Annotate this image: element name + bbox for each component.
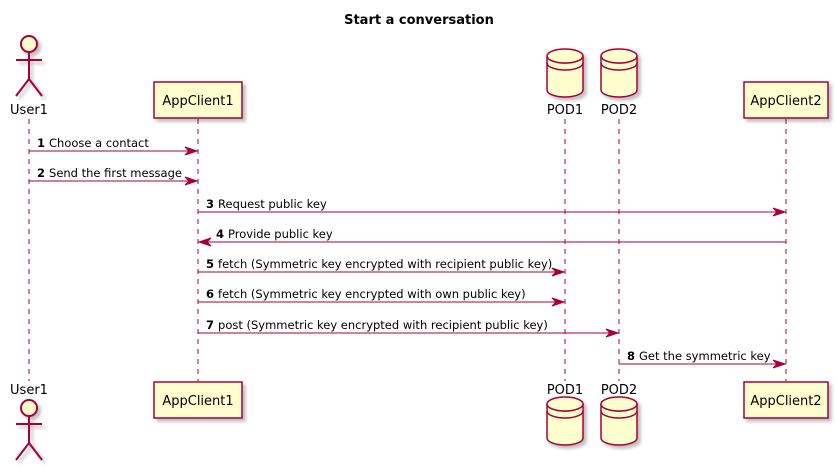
- database-icon: [546, 48, 584, 98]
- message-number: 2: [37, 166, 45, 180]
- message-text: Get the symmetric key: [639, 349, 771, 363]
- message-4: 4 Provide public key: [197, 227, 786, 247]
- messages: 1 Choose a contact 2 Send the first message…: [29, 136, 787, 369]
- participant-label: POD2: [601, 103, 637, 118]
- participant-box: [153, 81, 243, 119]
- message-label: 5 fetch (Symmetric key encrypted with rec…: [206, 257, 552, 271]
- message-label: 2 Send the first message: [37, 166, 182, 180]
- database-icon: [600, 48, 638, 98]
- participant-box: [743, 81, 829, 119]
- message-number: 6: [206, 287, 214, 301]
- message-arrowhead: [772, 359, 787, 369]
- message-text: fetch (Symmetric key encrypted with reci…: [218, 257, 552, 271]
- participant-user1-bottom: User1: [10, 383, 48, 461]
- message-number: 5: [206, 257, 214, 271]
- message-text: fetch (Symmetric key encrypted with own …: [218, 287, 526, 301]
- participant-label: AppClient2: [750, 394, 821, 409]
- message-arrowhead: [184, 146, 199, 156]
- message-text: Choose a contact: [49, 136, 149, 150]
- message-number: 3: [206, 197, 214, 211]
- message-8: 8 Get the symmetric key: [619, 349, 787, 369]
- message-text: Send the first message: [49, 166, 182, 180]
- participant-label: POD1: [547, 103, 583, 118]
- message-6: 6 fetch (Symmetric key encrypted with own…: [198, 287, 566, 307]
- participant-label: AppClient1: [162, 94, 233, 109]
- participant-pod2-bottom: POD2: [600, 383, 638, 446]
- message-label: 3 Request public key: [206, 197, 327, 211]
- participant-appclient2-bottom: AppClient2: [743, 381, 829, 419]
- participant-label: User1: [10, 103, 48, 118]
- participant-appclient2-top: AppClient2: [743, 81, 829, 119]
- message-label: 8 Get the symmetric key: [627, 349, 771, 363]
- message-arrowhead: [184, 176, 199, 186]
- message-arrowhead: [197, 237, 212, 247]
- participant-label: User1: [10, 383, 48, 398]
- message-arrowhead: [551, 267, 566, 277]
- participant-appclient1-bottom: AppClient1: [153, 381, 243, 419]
- message-label: 7 post (Symmetric key encrypted with reci…: [206, 318, 548, 332]
- message-3: 3 Request public key: [198, 197, 787, 217]
- lifelines: [28, 119, 787, 381]
- participant-box: [743, 381, 829, 419]
- participant-pod1-bottom: POD1: [546, 383, 584, 446]
- message-label: 4 Provide public key: [216, 227, 333, 241]
- database-icon: [600, 396, 638, 446]
- participant-box: [153, 381, 243, 419]
- participant-appclient1-top: AppClient1: [153, 81, 243, 119]
- participant-label: AppClient1: [162, 394, 233, 409]
- message-text: Request public key: [218, 197, 327, 211]
- message-5: 5 fetch (Symmetric key encrypted with rec…: [198, 257, 566, 277]
- message-label: 6 fetch (Symmetric key encrypted with own…: [206, 287, 526, 301]
- diagram-title: Start a conversation: [344, 13, 494, 28]
- message-arrowhead: [605, 328, 620, 338]
- participant-pod1-top: POD1: [546, 48, 584, 118]
- message-1: 1 Choose a contact: [29, 136, 199, 156]
- message-text: post (Symmetric key encrypted with recip…: [218, 318, 548, 332]
- actor-icon: [15, 399, 43, 461]
- participant-user1-top: User1: [10, 35, 48, 118]
- message-7: 7 post (Symmetric key encrypted with reci…: [198, 318, 620, 338]
- message-label: 1 Choose a contact: [37, 136, 149, 150]
- message-number: 4: [216, 227, 224, 241]
- message-number: 8: [627, 349, 635, 363]
- participant-label: POD1: [547, 383, 583, 398]
- message-text: Provide public key: [228, 227, 333, 241]
- message-arrowhead: [551, 297, 566, 307]
- database-icon: [546, 396, 584, 446]
- participant-label: POD2: [601, 383, 637, 398]
- message-arrowhead: [772, 207, 787, 217]
- message-number: 7: [206, 318, 214, 332]
- actor-icon: [15, 35, 43, 97]
- message-2: 2 Send the first message: [29, 166, 199, 186]
- message-number: 1: [37, 136, 45, 150]
- participant-label: AppClient2: [750, 94, 821, 109]
- participant-pod2-top: POD2: [600, 48, 638, 118]
